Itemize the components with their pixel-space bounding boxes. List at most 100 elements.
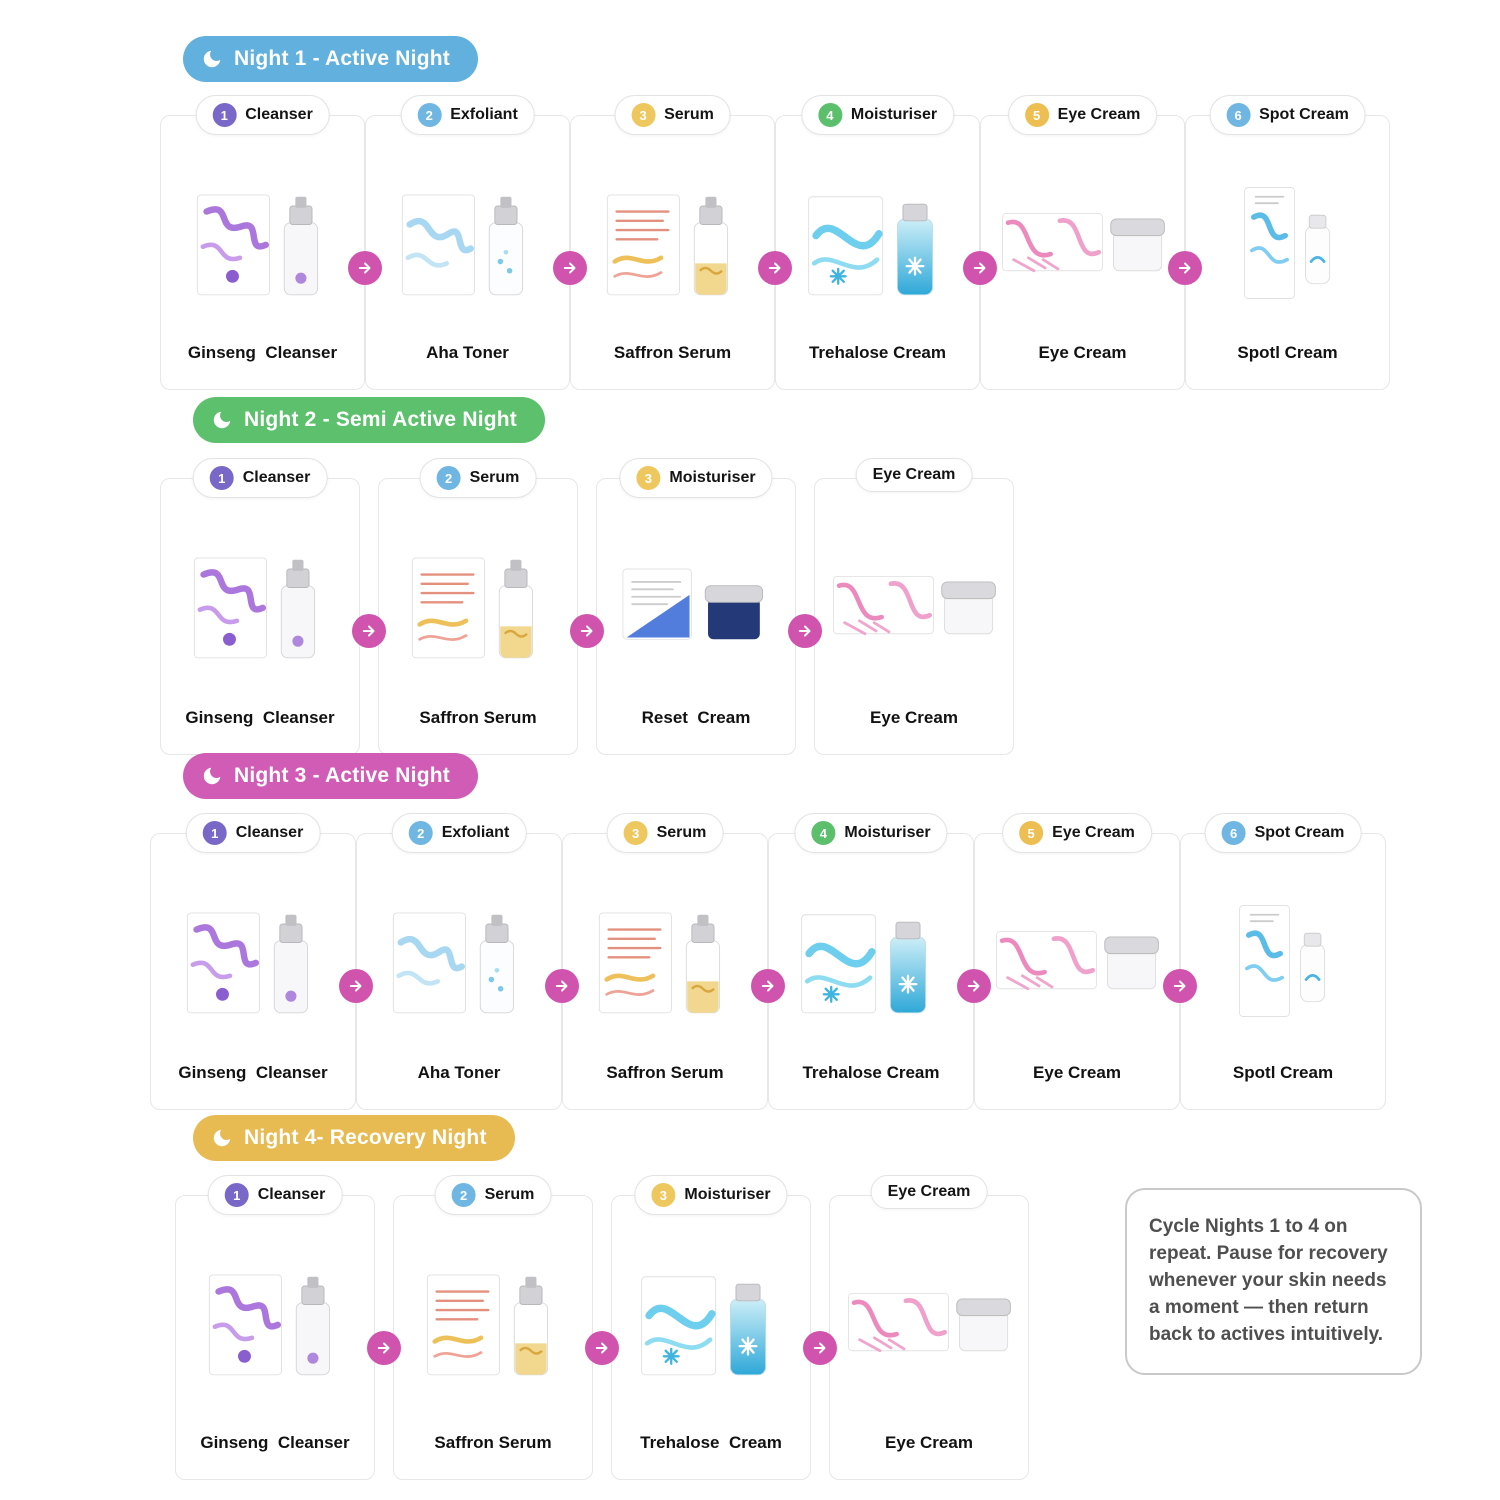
product-name: Saffron Serum	[613, 343, 732, 362]
step-number: 2	[451, 1183, 476, 1207]
moon-icon	[211, 409, 233, 431]
step-label: Moisturiser	[850, 106, 938, 123]
product-name: Eye Cream	[1033, 1063, 1121, 1082]
product-name: Ginseng Cleanser	[187, 343, 338, 362]
next-step-arrow-icon	[339, 969, 373, 1003]
step-label: Moisturiser	[684, 1186, 771, 1203]
next-step-arrow-icon	[788, 614, 822, 648]
step-label: Eye Cream	[1057, 106, 1141, 123]
step-label: Cleanser	[257, 1186, 326, 1203]
step-number: 1	[224, 1183, 249, 1207]
step-number: 1	[202, 821, 227, 845]
step-label: Eye Cream	[1052, 824, 1135, 841]
product-name: Saffron Serum	[434, 1433, 552, 1452]
step-label: Cleanser	[235, 824, 304, 841]
step-label: Moisturiser	[669, 469, 756, 486]
product-name: Saffron Serum	[606, 1063, 724, 1082]
product-name: Saffron Serum	[419, 708, 537, 727]
step-number: 2	[417, 103, 442, 127]
ginseng-cleanser-image	[174, 882, 332, 1040]
step-label: Serum	[469, 469, 520, 486]
step-label: Exfoliant	[450, 106, 518, 123]
ginseng-cleanser-image	[196, 1244, 354, 1402]
step-number: 3	[623, 821, 648, 845]
saffron-serum-image	[594, 164, 752, 322]
product-name: Ginseng Cleanser	[178, 1063, 328, 1082]
step-pill: 2 Serum	[419, 458, 537, 498]
step-label: Cleanser	[245, 106, 313, 123]
next-step-arrow-icon	[1168, 251, 1202, 285]
step-label: Serum	[484, 1186, 535, 1203]
product-name: Eye Cream	[885, 1433, 973, 1452]
product-name: Aha Toner	[417, 1063, 501, 1082]
night-title: Night 4- Recovery Night	[244, 1126, 487, 1149]
step-number: 2	[436, 466, 461, 490]
spot-cream-image	[1204, 882, 1362, 1040]
next-step-arrow-icon	[352, 614, 386, 648]
eye-cream-image	[986, 882, 1168, 1040]
step-pill: 3 Moisturiser	[619, 458, 773, 498]
trehalose-cream-image	[632, 1244, 790, 1402]
step-number: 5	[1024, 103, 1049, 127]
step-pill: 2 Serum	[434, 1175, 552, 1215]
moon-icon	[201, 765, 223, 787]
step-number: 4	[817, 103, 842, 127]
step-number: 3	[631, 103, 656, 127]
next-step-arrow-icon	[585, 1331, 619, 1365]
night-title: Night 1 - Active Night	[234, 47, 450, 70]
moon-icon	[211, 1127, 233, 1149]
product-name: Ginseng Cleanser	[185, 708, 335, 727]
product-name: Trehalose Cream	[802, 1063, 940, 1082]
step-pill: 1 Cleanser	[192, 458, 328, 498]
next-step-arrow-icon	[367, 1331, 401, 1365]
next-step-arrow-icon	[803, 1331, 837, 1365]
step-label: Cleanser	[242, 469, 311, 486]
step-number: 3	[636, 466, 661, 490]
night-title: Night 3 - Active Night	[234, 764, 450, 787]
next-step-arrow-icon	[348, 251, 382, 285]
step-label: Spot Cream	[1259, 106, 1349, 123]
ginseng-cleanser-image	[181, 527, 339, 685]
ginseng-cleanser-image	[184, 164, 342, 322]
next-step-arrow-icon	[963, 251, 997, 285]
moon-icon	[201, 48, 223, 70]
step-pill: 4 Moisturiser	[800, 95, 955, 135]
spot-cream-image	[1209, 164, 1367, 322]
step-pill: 5 Eye Cream	[1007, 95, 1158, 135]
eye-cream-image	[823, 527, 1005, 685]
next-step-arrow-icon	[1163, 969, 1197, 1003]
product-name: Trehalose Cream	[808, 343, 946, 362]
step-label: Serum	[664, 106, 714, 123]
night-header: Night 4- Recovery Night	[193, 1115, 515, 1161]
step-pill: 5 Eye Cream	[1002, 813, 1152, 853]
step-number: 5	[1019, 821, 1044, 845]
night-title: Night 2 - Semi Active Night	[244, 408, 517, 431]
step-pill: Eye Cream	[855, 458, 973, 492]
step-number: 2	[408, 821, 433, 845]
step-pill: 2 Exfoliant	[400, 95, 535, 135]
step-number: 1	[212, 103, 237, 127]
step-number: 1	[209, 466, 234, 490]
next-step-arrow-icon	[751, 969, 785, 1003]
aha-toner-image	[389, 164, 547, 322]
